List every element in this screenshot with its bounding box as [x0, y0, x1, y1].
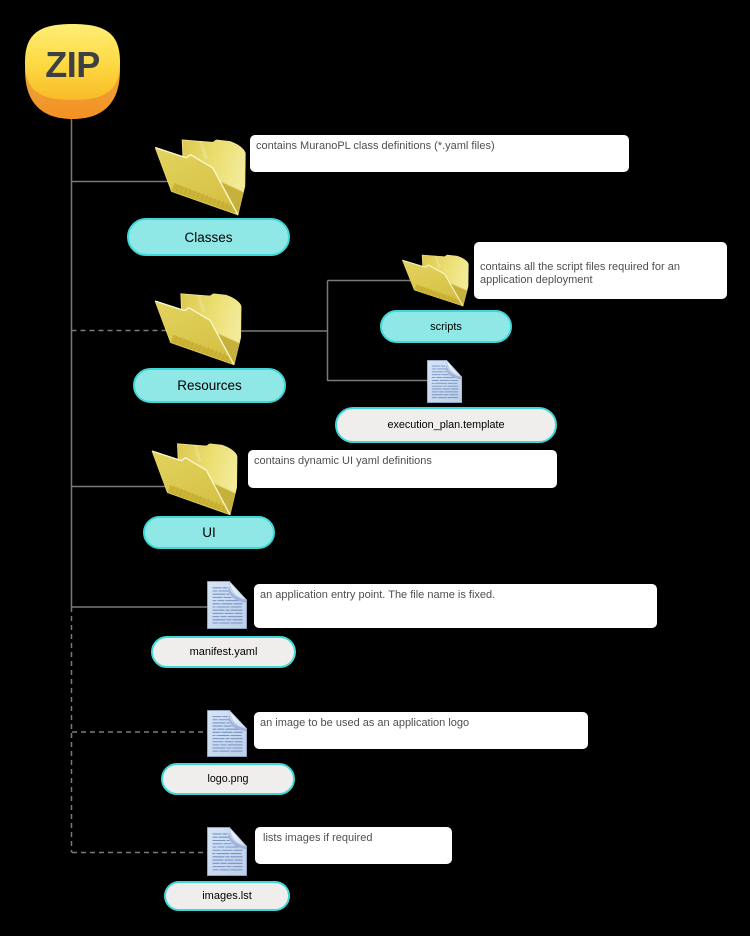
svg-text:ZIP: ZIP	[45, 44, 100, 85]
